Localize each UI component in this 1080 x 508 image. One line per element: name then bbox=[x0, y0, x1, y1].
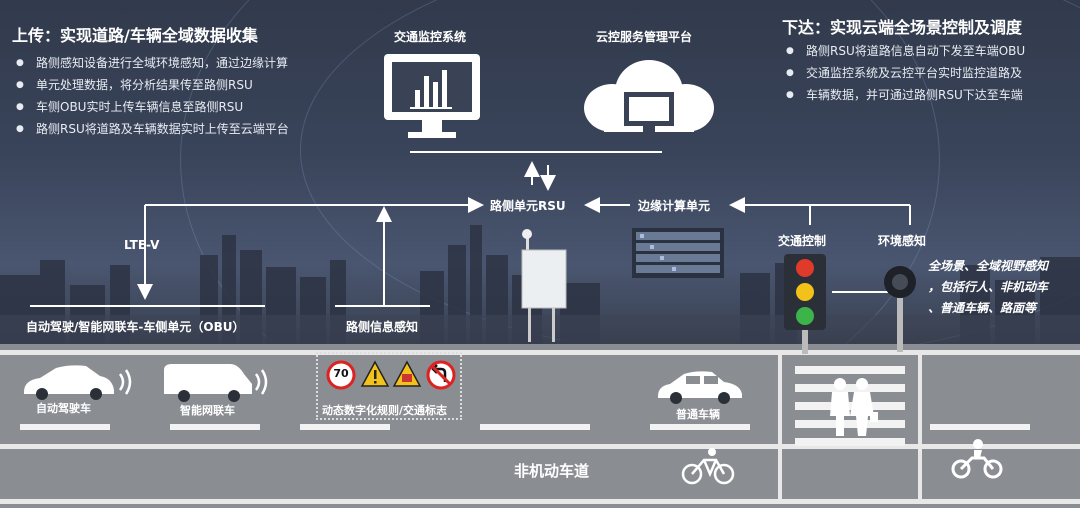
lane-line bbox=[930, 424, 1030, 430]
construction-sign-icon bbox=[392, 360, 422, 387]
cloud-icon bbox=[584, 60, 714, 139]
road-bike-lane-line bbox=[0, 444, 1080, 449]
warning-sign-icon bbox=[360, 360, 390, 387]
edge-computing-label: 边缘计算单元 bbox=[638, 199, 711, 213]
road-bottom-line bbox=[0, 499, 1080, 504]
upload-bullet: 路侧RSU将道路及车辆数据实时上传至云端平台 bbox=[12, 118, 332, 140]
speed-limit-sign-icon bbox=[326, 360, 356, 390]
digital-signs-box bbox=[316, 352, 462, 420]
upload-bullet: 车侧OBU实时上传车辆信息至路侧RSU bbox=[12, 96, 332, 118]
rsu-label: 路侧单元RSU bbox=[490, 199, 566, 213]
lane-line bbox=[170, 424, 260, 430]
upload-bullets: 路侧感知设备进行全域环境感知，通过边缘计算 单元处理数据，将分析结果传至路侧RS… bbox=[12, 52, 332, 140]
traffic-control-label: 交通控制 bbox=[778, 234, 827, 248]
vertical-lane-divider bbox=[778, 350, 782, 500]
connected-car-label: 智能网联车 bbox=[180, 404, 235, 417]
roadside-sense-label: 路侧信息感知 bbox=[346, 320, 419, 334]
traffic-monitor-label: 交通监控系统 bbox=[394, 30, 467, 44]
normal-car-icon bbox=[658, 371, 742, 404]
rsu-device-icon bbox=[521, 229, 567, 342]
pedestrians-icon bbox=[830, 378, 878, 436]
road-edge-line bbox=[0, 350, 1080, 355]
sensing-note-line: 、普通车辆、路面等 bbox=[928, 301, 1037, 315]
lane-line bbox=[20, 424, 110, 430]
digital-signs-label: 动态数字化规则/交通标志 bbox=[322, 404, 448, 417]
sensing-note-line: 全场景、全域视野感知 bbox=[928, 259, 1049, 273]
download-bullet: 车辆数据，并可通过路侧RSU下达至车端 bbox=[782, 84, 1072, 106]
env-sense-label: 环境感知 bbox=[878, 234, 927, 248]
camera-icon bbox=[884, 266, 916, 352]
monitor-icon bbox=[384, 54, 480, 138]
server-rack-icon bbox=[632, 228, 724, 278]
obu-label: 自动驾驶/智能网联车-车侧单元（OBU） bbox=[26, 320, 245, 334]
upload-title: 上传：实现道路/车辆全域数据收集 bbox=[12, 26, 258, 45]
download-bullets: 路侧RSU将道路信息自动下发至车端OBU 交通监控系统及云控平台实时监控道路及 … bbox=[782, 40, 1072, 106]
speed-limit-value: 70 bbox=[333, 367, 349, 380]
download-bullet: 路侧RSU将道路信息自动下发至车端OBU bbox=[782, 40, 1072, 62]
sensing-note: 全场景、全域视野感知 ，包括行人、非机动车 、普通车辆、路面等 bbox=[928, 256, 1048, 319]
vertical-lane-divider bbox=[918, 350, 922, 500]
cloud-platform-label: 云控服务管理平台 bbox=[596, 30, 693, 44]
bicycle-icon bbox=[681, 448, 735, 485]
lane-line bbox=[650, 424, 750, 430]
normal-car-label: 普通车辆 bbox=[676, 408, 720, 421]
no-left-turn-sign-icon bbox=[426, 360, 456, 390]
autonomous-car-label: 自动驾驶车 bbox=[36, 402, 91, 415]
sensing-note-line: ，包括行人、非机动车 bbox=[928, 280, 1049, 294]
motorbike-icon bbox=[951, 439, 1003, 479]
download-title: 下达：实现云端全场景控制及调度 bbox=[782, 18, 1023, 37]
lane-line bbox=[480, 424, 590, 430]
upload-bullet: 路侧感知设备进行全域环境感知，通过边缘计算 bbox=[12, 52, 332, 74]
lane-line bbox=[300, 424, 390, 430]
download-bullet: 交通监控系统及云控平台实时监控道路及 bbox=[782, 62, 1072, 84]
upload-bullet: 单元处理数据，将分析结果传至路侧RSU bbox=[12, 74, 332, 96]
traffic-light-icon bbox=[784, 254, 826, 354]
bike-lane-label: 非机动车道 bbox=[514, 462, 590, 480]
lte-v-label: LTE-V bbox=[124, 238, 160, 252]
autonomous-car-icon bbox=[24, 365, 132, 400]
crosswalk bbox=[795, 360, 905, 450]
connected-van-icon bbox=[164, 364, 268, 402]
